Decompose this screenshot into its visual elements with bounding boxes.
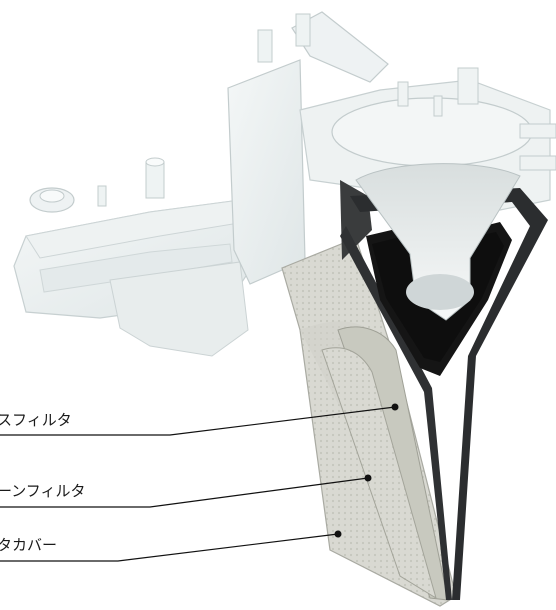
filter-middle-layer xyxy=(321,326,449,601)
cutaway-walls xyxy=(340,180,548,600)
leader-dots xyxy=(334,403,399,538)
leader-dot-2 xyxy=(364,474,372,482)
leader-line-1 xyxy=(0,406,396,436)
housing-left-arm xyxy=(13,157,251,357)
leader-line-2 xyxy=(0,477,369,508)
leader-lines xyxy=(0,406,396,562)
callout-label-mesh-filter: スフィルタ xyxy=(0,411,72,429)
leader-dot-3 xyxy=(334,530,342,538)
callout-label-green-filter: ーンフィルタ xyxy=(0,482,86,500)
leader-line-3 xyxy=(0,533,339,562)
inner-cone-opening xyxy=(406,274,474,310)
inner-cone xyxy=(355,163,521,321)
leader-dot-1 xyxy=(391,403,399,411)
callout-label-filter-cover: タカバー xyxy=(0,536,58,554)
